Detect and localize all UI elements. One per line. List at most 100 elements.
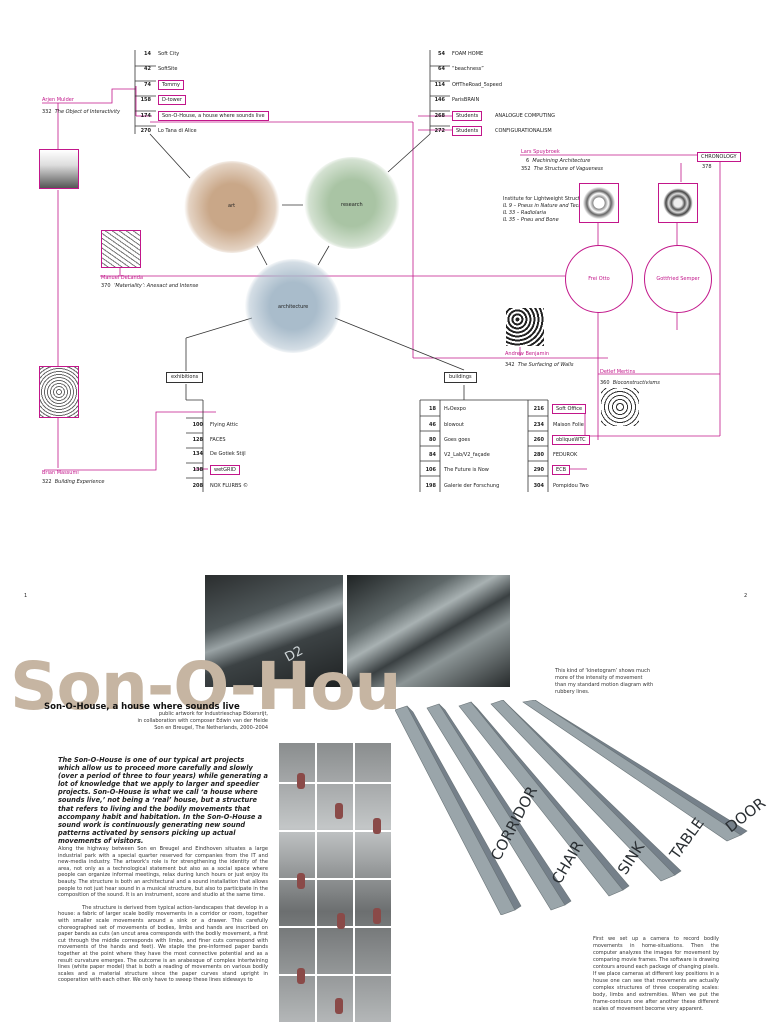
- exhibition-num: 100: [192, 422, 203, 428]
- body-text: Along the highway between Son en Breugel…: [58, 846, 268, 984]
- building-item: V2_Lab/V2_façade: [444, 452, 490, 458]
- building-num: 280: [533, 452, 544, 458]
- art-num: 158: [140, 97, 151, 103]
- building-num: 216: [533, 406, 544, 412]
- thumb-andrew-image: [505, 307, 545, 347]
- thumb-brian-image: [39, 366, 79, 418]
- building-item: Galerie der Forschung: [444, 483, 500, 489]
- thumb-arjen-image: [39, 149, 79, 189]
- figure-person: [335, 998, 343, 1014]
- ref-title: The Structure of Vagueness: [533, 166, 604, 172]
- person-ref: 370 ‘Materiality’: Anexact and Intense: [101, 283, 198, 289]
- research-num: 64: [438, 66, 445, 72]
- research-item: OffTheRoad_5speed: [452, 82, 503, 88]
- figure-person: [297, 968, 305, 984]
- figure-person: [297, 873, 305, 889]
- page-number-right: 2: [744, 593, 748, 599]
- ref-number: 322: [42, 479, 52, 485]
- exhibitions-label: exhibitions: [166, 372, 204, 383]
- research-item-boxed: Students: [452, 111, 483, 121]
- person-ref: 360 Bioconstructivisms: [600, 380, 660, 386]
- exhibition-item: NOX FLURBS ©: [210, 483, 249, 489]
- art-item-boxed: D-tower: [158, 95, 186, 105]
- building-num: 106: [425, 467, 436, 473]
- research-item: “beachness”: [452, 66, 484, 72]
- article-title: Son-O-House, a house where sounds live: [44, 702, 240, 712]
- movement-beams: [395, 700, 748, 915]
- thumb-detlef-image: [600, 387, 640, 427]
- body-paragraph: Along the highway between Son en Breugel…: [58, 846, 268, 899]
- art-hub: [184, 161, 280, 253]
- art-num: 74: [144, 82, 151, 88]
- research-num: 114: [434, 82, 445, 88]
- chronology-box: CHRONOLOGY: [697, 152, 741, 162]
- figure-person: [297, 773, 305, 789]
- thumb-semper-image: [658, 183, 698, 223]
- model-photo-1: D2: [205, 575, 343, 687]
- camera-caption: First we set up a camera to record bodil…: [593, 936, 720, 1012]
- ref-title: Bioconstructivisms: [612, 380, 660, 386]
- person-name: Andrew Benjamin: [505, 351, 550, 357]
- page-number-left: 1: [24, 593, 28, 599]
- watermark-title: Son-O-Hou: [10, 648, 402, 725]
- article-subtitle-line: in collaboration with composer Edwin van…: [137, 718, 268, 724]
- building-num: 304: [533, 483, 544, 489]
- research-num: 146: [434, 97, 445, 103]
- building-num: 18: [429, 406, 436, 412]
- person-name: Lars Spuybroek: [521, 149, 560, 155]
- article-subtitle-line: Son en Breugel, The Netherlands, 2000–20…: [154, 725, 268, 731]
- figure-person: [335, 803, 343, 819]
- building-item: FEDUROK: [553, 452, 578, 458]
- building-num: 290: [533, 467, 544, 473]
- intro-paragraph: The Son-O-House is one of our typical ar…: [58, 756, 268, 845]
- research-item: FOAM HOME: [452, 51, 484, 57]
- ref-number: 332: [42, 109, 52, 115]
- ref-number: 370: [101, 283, 111, 289]
- art-hub-label: art: [228, 203, 236, 209]
- ref-number: 6: [526, 158, 530, 164]
- ref-number: 342: [505, 362, 515, 368]
- diagram-connectors: [42, 50, 721, 492]
- exhibition-num: 134: [192, 451, 203, 457]
- figure-person: [337, 913, 345, 929]
- person-ref: 322 Building Experience: [42, 479, 105, 485]
- art-num: 14: [144, 51, 151, 57]
- thumb-manuel-image: [101, 230, 141, 268]
- person-name: Manuel DeLanda: [101, 275, 143, 281]
- art-num: 270: [140, 128, 151, 134]
- research-num: 272: [434, 128, 445, 134]
- gottfried-semper-label: Gottfried Semper: [656, 276, 700, 282]
- building-item: Goes goes: [444, 437, 471, 443]
- camera-frames-grid: [277, 743, 392, 1024]
- building-item: blowout: [444, 422, 464, 428]
- ref-title: The Surfacing of Walls: [517, 362, 574, 368]
- research-item-boxed: Students: [452, 126, 483, 136]
- research-num: 268: [434, 113, 445, 119]
- person-name: Brian Massumi: [42, 470, 79, 476]
- ref-title: Machining Architecture: [532, 158, 591, 164]
- art-item: Soft City: [158, 51, 180, 57]
- building-num: 46: [429, 422, 436, 428]
- building-num: 198: [425, 483, 436, 489]
- building-item-boxed: Soft Office: [552, 404, 587, 414]
- building-item: H₂Oexpo: [444, 406, 466, 412]
- research-item-extra: ANALOGUE COMPUTING: [495, 113, 555, 119]
- frei-otto-label: Frei Otto: [588, 276, 610, 282]
- person-ref: 6 Machining Architecture: [526, 158, 590, 164]
- frei-otto-node: Frei Otto: [565, 245, 633, 313]
- ref-number: 360: [600, 380, 610, 386]
- buildings-label: buildings: [444, 372, 477, 383]
- exhibition-item: De Gotiek Stijl: [210, 451, 246, 457]
- research-item: ParisBRAIN: [452, 97, 480, 103]
- exhibition-item: FACES: [210, 437, 226, 443]
- institute-line: IL 9 – Pneus in Nature and Technics: [503, 203, 592, 209]
- art-item-boxed: Tommy: [158, 80, 184, 90]
- art-num: 42: [144, 66, 151, 72]
- research-hub-label: research: [341, 202, 363, 208]
- institute-line: IL 33 – Radiolaria: [503, 210, 547, 216]
- building-item: The Future is Now: [444, 467, 489, 473]
- exhibition-num: 138: [192, 467, 203, 473]
- ref-title: ‘Materiality’: Anexact and Intense: [113, 283, 199, 289]
- art-num: 174: [140, 113, 151, 119]
- art-item: SoftSite: [158, 66, 178, 72]
